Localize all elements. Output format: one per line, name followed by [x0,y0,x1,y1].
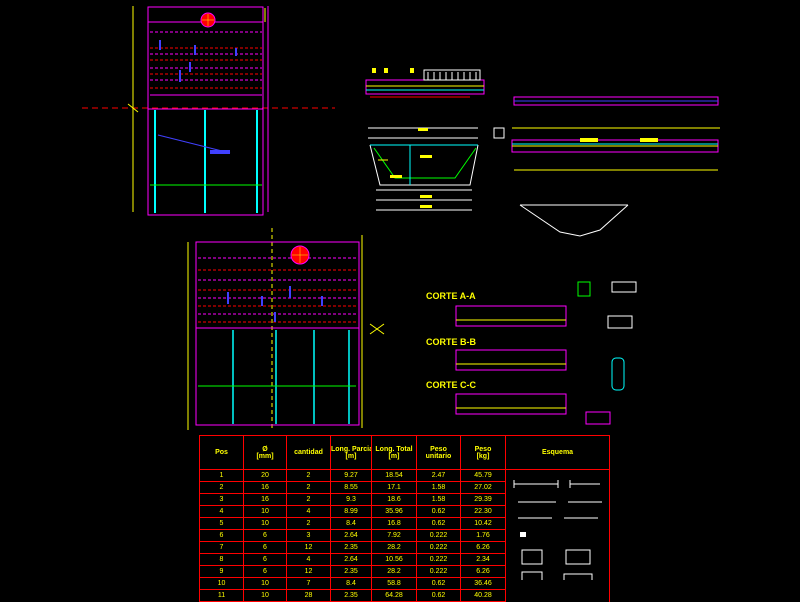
table-cell: 2.35 [330,565,372,578]
col-header-pos: Pos [199,435,244,470]
table-cell: 45.79 [460,469,506,482]
table-cell: 4 [286,505,331,518]
table-cell: 5 [199,517,244,530]
table-cell: 8.99 [330,505,372,518]
table-cell: 10 [243,517,287,530]
table-cell: 9.3 [330,493,372,506]
table-cell: 7 [286,577,331,590]
cross-section [368,127,479,211]
table-cell: 6 [243,529,287,542]
table-cell: 2 [286,517,331,530]
table-cell: 22.30 [460,505,506,518]
table-cell: 1 [199,469,244,482]
table-cell: 16 [243,481,287,494]
table-cell: 58.8 [371,577,417,590]
table-cell: 28.2 [371,565,417,578]
table-cell: 6.26 [460,565,506,578]
col-header-peso-kg: Peso[kg] [460,435,506,470]
table-cell: 1.58 [416,481,461,494]
table-cell: 3 [199,493,244,506]
table-cell: 2 [286,481,331,494]
table-cell: 12 [286,541,331,554]
table-cell: 2 [286,493,331,506]
longitudinal-section [493,96,720,237]
elevation-strip [365,68,485,98]
plan-view-top [82,6,335,216]
table-cell: 12 [286,565,331,578]
esquema-sketches [505,469,610,602]
col-header-long-parcial: Long. Parcial[m] [330,435,372,470]
table-cell: 2.35 [330,541,372,554]
table-cell: 0.62 [416,505,461,518]
plan-view-bottom [187,228,385,430]
table-cell: 0.62 [416,577,461,590]
table-cell: 10 [243,577,287,590]
table-cell: 18.54 [371,469,417,482]
table-cell: 29.39 [460,493,506,506]
table-cell: 0.62 [416,517,461,530]
table-cell: 0.222 [416,565,461,578]
table-cell: 18.6 [371,493,417,506]
bar-shape-sketches [513,479,602,580]
col-header-diameter: Ø[mm] [243,435,287,470]
table-cell: 10 [199,577,244,590]
col-header-esquema: Esquema [505,435,610,470]
table-cell: 8.4 [330,517,372,530]
col-header-cantidad: cantidad [286,435,331,470]
table-cell: 10.42 [460,517,506,530]
table-cell: 9 [199,565,244,578]
table-cell: 10 [243,505,287,518]
table-cell: 36.46 [460,577,506,590]
table-cell: 6 [243,541,287,554]
col-header-long-total: Long. Total[m] [371,435,417,470]
table-cell: 2 [286,469,331,482]
table-cell: 8 [199,553,244,566]
table-cell: 3 [286,529,331,542]
rebar-schedule-table: Pos Ø[mm] cantidad Long. Parcial[m] Long… [199,435,610,602]
table-cell: 16.8 [371,517,417,530]
table-cell: 9.27 [330,469,372,482]
table-cell: 6.26 [460,541,506,554]
section-label-cc: CORTE C-C [426,380,476,390]
table-cell: 8.4 [330,577,372,590]
table-cell: 6 [243,565,287,578]
table-cell: 2.64 [330,529,372,542]
table-cell: 27.02 [460,481,506,494]
section-label-aa: CORTE A-A [426,291,476,301]
table-cell: 1.58 [416,493,461,506]
table-cell: 1.76 [460,529,506,542]
table-cell: 4 [199,505,244,518]
table-cell: 6 [199,529,244,542]
section-details [455,281,637,425]
table-cell: 0.222 [416,529,461,542]
table-cell: 20 [243,469,287,482]
table-cell: 10.56 [371,553,417,566]
table-cell: 2.47 [416,469,461,482]
table-cell: 0.222 [416,553,461,566]
table-header-row: Pos Ø[mm] cantidad Long. Parcial[m] Long… [199,435,610,470]
table-cell: 35.96 [371,505,417,518]
table-cell: 8.55 [330,481,372,494]
table-cell: 2 [199,481,244,494]
table-cell: 2.34 [460,553,506,566]
table-cell: 2.64 [330,553,372,566]
table-cell: 16 [243,493,287,506]
table-cell: 7 [199,541,244,554]
table-cell: 7.92 [371,529,417,542]
table-cell: 17.1 [371,481,417,494]
table-cell: 28.2 [371,541,417,554]
section-label-bb: CORTE B-B [426,337,476,347]
table-cell: 6 [243,553,287,566]
table-cell: 0.222 [416,541,461,554]
table-cell: 4 [286,553,331,566]
